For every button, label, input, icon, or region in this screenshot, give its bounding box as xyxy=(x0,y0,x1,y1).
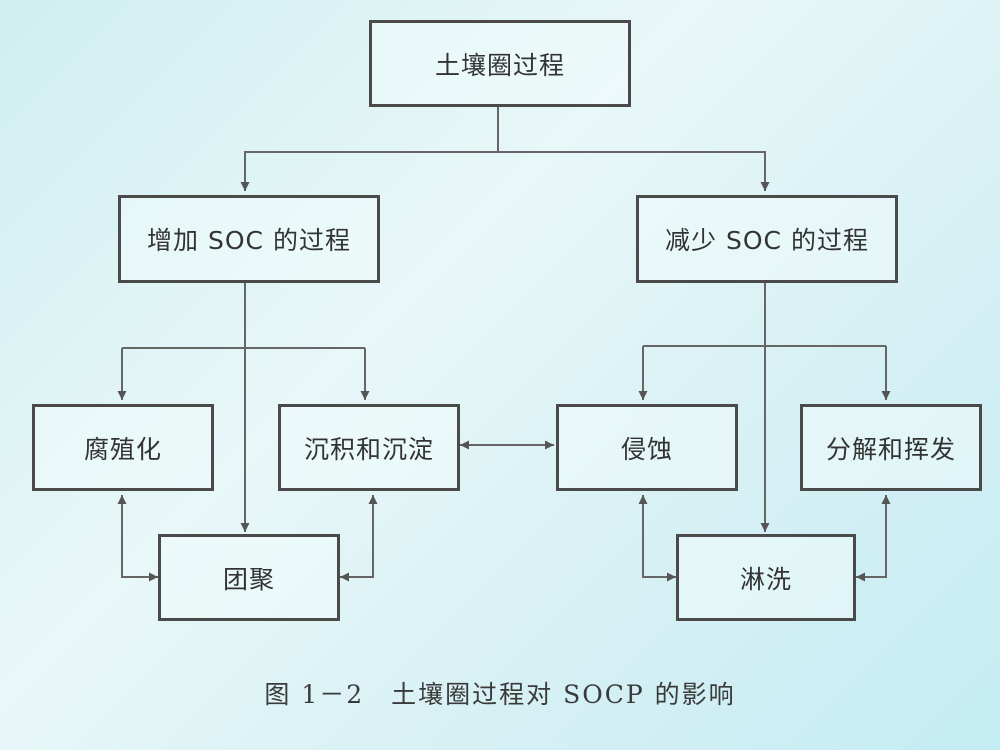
edge-humification-aggregation xyxy=(117,495,158,582)
edge-root-to-increase xyxy=(240,151,498,191)
node-aggregation: 团聚 xyxy=(158,534,340,621)
edge-decomposition-leaching xyxy=(856,495,891,582)
edge-deposition-aggregation xyxy=(340,495,378,582)
node-humification: 腐殖化 xyxy=(32,404,214,491)
edge-erosion-leaching xyxy=(638,495,676,582)
node-increase-soc: 增加 SOC 的过程 xyxy=(118,195,380,283)
figure-caption: 图 1－2 土壤圈过程对 SOCP 的影响 xyxy=(264,680,736,709)
node-erosion: 侵蚀 xyxy=(556,404,738,491)
node-leaching: 淋洗 xyxy=(676,534,856,621)
node-pedosphere-process: 土壤圈过程 xyxy=(369,20,631,107)
node-decomposition: 分解和挥发 xyxy=(800,404,982,491)
edge-root-to-decrease xyxy=(498,151,770,191)
node-decrease-soc: 减少 SOC 的过程 xyxy=(636,195,898,283)
node-deposition: 沉积和沉淀 xyxy=(278,404,460,491)
